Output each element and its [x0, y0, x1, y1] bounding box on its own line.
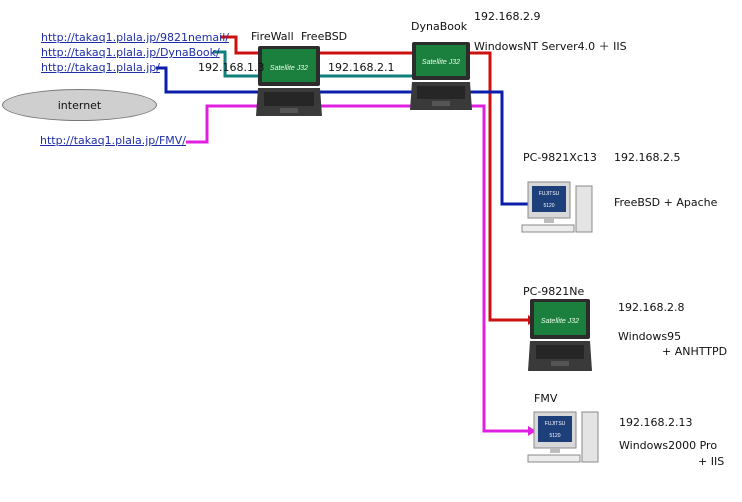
- fmv-ip: 192.168.2.13: [619, 416, 693, 429]
- monitor-model-text: 5120: [549, 433, 560, 439]
- pc9821ne-os-line2: + ANHTTPD: [662, 345, 728, 358]
- firewall-ip-outer: 192.168.1.3: [198, 61, 265, 74]
- firewall-ip-inner: 192.168.2.1: [328, 61, 395, 74]
- pc9821xc13-desktop-icon: FUJITSU 5120: [521, 181, 593, 233]
- monitor-model-text: 5120: [543, 203, 554, 209]
- arrow-magenta: [528, 426, 536, 436]
- pc9821ne-laptop-icon: Satellite J32: [528, 299, 592, 371]
- pc9821ne-ip: 192.168.2.8: [618, 301, 685, 314]
- internet-label: internet: [57, 98, 102, 112]
- pc9821xc13-name: PC-9821Xc13: [523, 151, 597, 164]
- link-fmv[interactable]: http://takaq1.plala.jp/FMV/: [40, 134, 187, 147]
- monitor-brand-text: FUJITSU: [545, 421, 566, 427]
- pc9821ne-name: PC-9821Ne: [523, 285, 585, 298]
- firewall-name: FireWall: [251, 30, 294, 43]
- link-dynabook[interactable]: http://takaq1.plala.jp/DynaBook/: [41, 46, 220, 59]
- internet-cloud: internet: [2, 89, 157, 121]
- dynabook-laptop-icon: Satellite J32: [410, 42, 472, 110]
- pc9821xc13-ip: 192.168.2.5: [614, 151, 681, 164]
- pc9821xc13-os: FreeBSD + Apache: [614, 196, 718, 209]
- dynabook-os: WindowsNT Server4.0 ＋ IIS: [474, 40, 627, 53]
- fmv-os-line2: + IIS: [698, 455, 725, 468]
- link-9821nemail[interactable]: http://takaq1.plala.jp/9821nemail/: [41, 31, 229, 44]
- dynabook-name: DynaBook: [411, 20, 468, 33]
- firewall-os: FreeBSD: [301, 30, 348, 43]
- pc9821ne-os-line1: Windows95: [618, 330, 682, 343]
- laptop-brand-text: Satellite J32: [541, 318, 579, 325]
- fmv-desktop-icon: FUJITSU 5120: [527, 411, 599, 463]
- fmv-os-line1: Windows2000 Pro: [619, 439, 718, 452]
- fmv-name: FMV: [534, 392, 558, 405]
- monitor-brand-text: FUJITSU: [539, 191, 560, 197]
- dynabook-ip: 192.168.2.9: [474, 10, 541, 23]
- link-root[interactable]: http://takaq1.plala.jp/: [41, 61, 160, 74]
- laptop-brand-text: Satellite J32: [422, 59, 460, 66]
- wire-magenta: [186, 104, 528, 433]
- firewall-laptop-icon: Satellite J32: [256, 46, 322, 116]
- wire-red: [220, 35, 528, 322]
- wire-blue: [156, 66, 528, 206]
- laptop-brand-text: Satellite J32: [270, 65, 308, 72]
